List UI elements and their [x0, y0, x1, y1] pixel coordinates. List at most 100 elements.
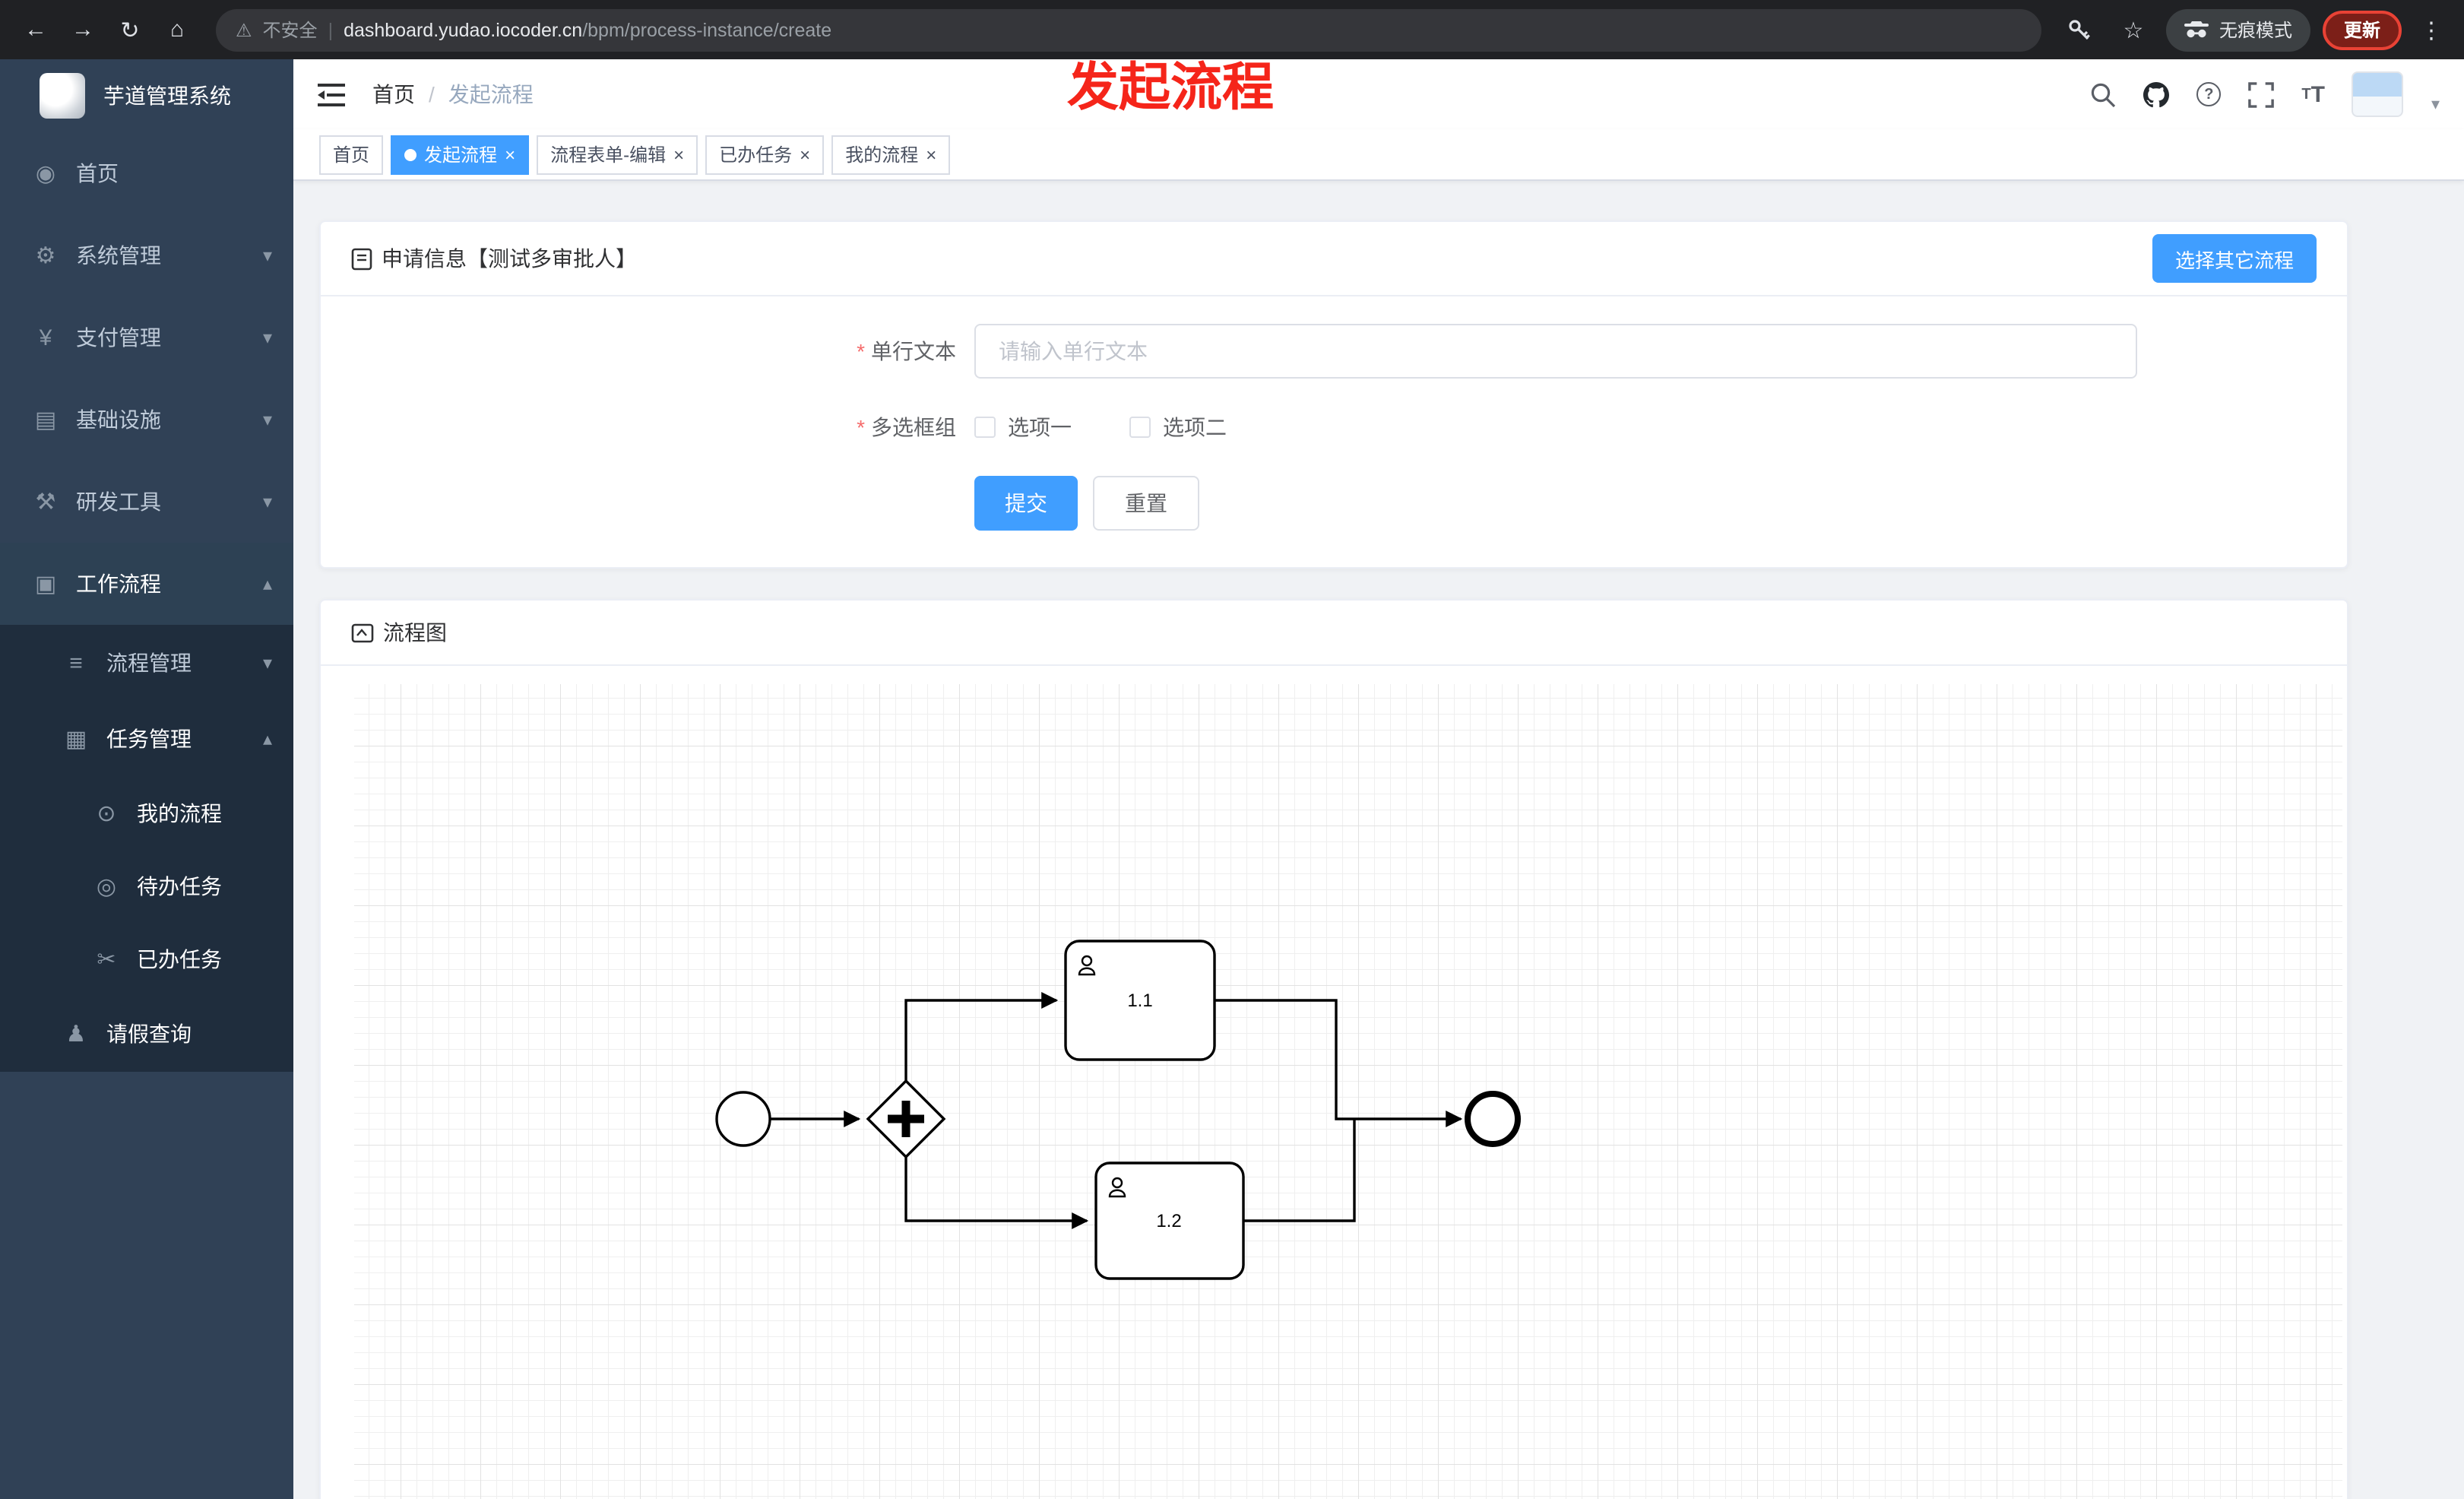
sidebar-item-home[interactable]: ◉ 首页 [0, 132, 293, 214]
incognito-label: 无痕模式 [2219, 20, 2292, 41]
tab-label: 已办任务 [719, 144, 793, 166]
address-bar[interactable]: ⚠ 不安全 | dashboard.yudao.iocoder.cn/bpm/p… [216, 8, 2041, 51]
close-icon[interactable]: × [926, 144, 937, 165]
font-small-glyph: T [2301, 86, 2311, 103]
tab-process-form-edit[interactable]: 流程表单-编辑 × [537, 135, 698, 174]
checkbox-option-2[interactable]: 选项二 [1129, 412, 1227, 442]
github-icon[interactable] [2143, 81, 2170, 107]
sidebar-item-label: 待办任务 [137, 874, 222, 898]
sidebar: 芋道管理系统 ◉ 首页 ⚙ 系统管理 ▾ ¥ 支付管理 ▾ ▤ 基础设施 ▾ [0, 59, 293, 1499]
tab-home[interactable]: 首页 [319, 135, 384, 174]
tab-done-tasks[interactable]: 已办任务 × [705, 135, 825, 174]
question-mark-icon: ? [2196, 82, 2222, 106]
chevron-down-icon: ▾ [262, 327, 272, 348]
forward-icon[interactable]: → [71, 17, 94, 43]
submit-button[interactable]: 提交 [974, 476, 1078, 531]
sidebar-item-dev-tools[interactable]: ⚒ 研发工具 ▾ [0, 461, 293, 543]
key-icon[interactable] [2060, 9, 2101, 50]
active-tab-dot [404, 148, 417, 160]
single-line-text-input[interactable] [974, 324, 2137, 379]
breadcrumb-home[interactable]: 首页 [372, 82, 415, 106]
select-other-process-button[interactable]: 选择其它流程 [2152, 234, 2317, 283]
incognito-icon [2184, 21, 2209, 37]
scissors-icon: ✂ [97, 947, 116, 973]
url-path: /bpm/process-instance/create [582, 19, 832, 40]
field-label: *单行文本 [321, 336, 974, 366]
parallel-gateway [866, 1079, 946, 1159]
close-icon[interactable]: × [673, 144, 685, 165]
home-icon[interactable]: ⌂ [169, 17, 185, 43]
checkbox-box[interactable] [974, 417, 996, 438]
user-task-1-1[interactable]: 1.1 [1064, 940, 1216, 1061]
chevron-down-icon: ▾ [262, 491, 272, 512]
not-secure-label: 不安全 [262, 20, 318, 41]
sidebar-item-infrastructure[interactable]: ▤ 基础设施 ▾ [0, 379, 293, 461]
search-icon[interactable] [2090, 81, 2116, 107]
sidebar-item-label: 系统管理 [76, 243, 161, 268]
sidebar-item-label: 请假查询 [106, 1022, 192, 1046]
apply-info-card-header: 申请信息【测试多审批人】 选择其它流程 [321, 222, 2347, 296]
fullscreen-icon[interactable] [2248, 81, 2275, 107]
sidebar-item-payment-mgmt[interactable]: ¥ 支付管理 ▾ [0, 296, 293, 379]
sidebar-item-done-tasks[interactable]: ✂ 已办任务 [0, 923, 293, 996]
checkbox-option-1[interactable]: 选项一 [974, 412, 1072, 442]
sidebar-item-leave-query[interactable]: ♟ 请假查询 [0, 996, 293, 1072]
incognito-badge: 无痕模式 [2165, 8, 2310, 51]
sidebar-item-task-mgmt[interactable]: ▦ 任务管理 ▴ [0, 701, 293, 777]
chrome-update-button[interactable]: 更新 [2322, 10, 2402, 49]
tab-label: 发起流程 [424, 144, 498, 166]
sidebar-item-label: 已办任务 [137, 947, 222, 971]
reset-button[interactable]: 重置 [1093, 476, 1199, 531]
tab-label: 首页 [333, 144, 370, 166]
card-title: 申请信息【测试多审批人】 [382, 246, 637, 271]
tab-initiate-process[interactable]: 发起流程 × [391, 135, 530, 174]
form-row-checkbox-group: *多选框组 选项一 选项二 [321, 412, 2347, 442]
breadcrumb: 首页 / 发起流程 [372, 79, 534, 109]
my-process-icon: ⊙ [97, 801, 116, 827]
user-task-1-2[interactable]: 1.2 [1094, 1161, 1245, 1280]
close-icon[interactable]: × [800, 144, 811, 165]
chevron-up-icon: ▴ [262, 573, 272, 594]
dashboard-icon: ◉ [35, 161, 56, 187]
tab-my-process[interactable]: 我的流程 × [831, 135, 951, 174]
checkbox-box[interactable] [1129, 417, 1151, 438]
caret-down-icon[interactable]: ▾ [2431, 95, 2440, 113]
browser-menu-icon[interactable]: ⋮ [2420, 17, 2443, 43]
chevron-down-icon: ▾ [262, 652, 272, 673]
url-domain: dashboard.yudao.iocoder.cn [344, 19, 583, 40]
help-icon[interactable]: ? [2196, 82, 2222, 106]
omnibox-divider: | [328, 19, 334, 40]
bpmn-canvas[interactable]: 1.1 1.2 [321, 666, 2347, 1499]
gear-icon: ⚙ [35, 243, 56, 269]
app-logo[interactable]: 芋道管理系统 [0, 59, 293, 132]
sidebar-collapse-icon[interactable] [318, 83, 345, 106]
bookmark-star-icon[interactable]: ☆ [2123, 17, 2144, 43]
field-label: *多选框组 [321, 412, 974, 442]
tags-view-bar: 首页 发起流程 × 流程表单-编辑 × 已办任务 × 我的流程 × [293, 129, 2464, 181]
close-icon[interactable]: × [505, 144, 516, 165]
bpmn-diagram: 1.1 1.2 [354, 684, 2342, 1499]
sidebar-item-todo-tasks[interactable]: ◎ 待办任务 [0, 850, 293, 923]
sidebar-item-my-process[interactable]: ⊙ 我的流程 [0, 777, 293, 850]
sidebar-item-workflow[interactable]: ▣ 工作流程 ▴ [0, 543, 293, 625]
tab-label: 我的流程 [845, 144, 919, 166]
annotation-title: 发起流程 [1067, 59, 1274, 117]
back-icon[interactable]: ← [24, 17, 47, 43]
user-avatar[interactable] [2352, 71, 2404, 117]
chevron-down-icon: ▾ [262, 245, 272, 266]
card-title: 流程图 [383, 620, 447, 645]
task-mgmt-icon: ▦ [65, 727, 87, 753]
sequence-flows [771, 992, 1463, 1229]
sidebar-item-system-mgmt[interactable]: ⚙ 系统管理 ▾ [0, 214, 293, 296]
task-label: 1.1 [1127, 990, 1152, 1011]
flowchart-icon [351, 623, 374, 642]
reload-icon[interactable]: ↻ [120, 17, 140, 43]
sidebar-item-label: 我的流程 [137, 801, 222, 826]
process-diagram-card: 流程图 [319, 599, 2348, 1499]
sidebar-item-process-mgmt[interactable]: ≡ 流程管理 ▾ [0, 625, 293, 701]
url-text: dashboard.yudao.iocoder.cn/bpm/process-i… [344, 19, 831, 40]
diagram-card-header: 流程图 [321, 601, 2347, 666]
